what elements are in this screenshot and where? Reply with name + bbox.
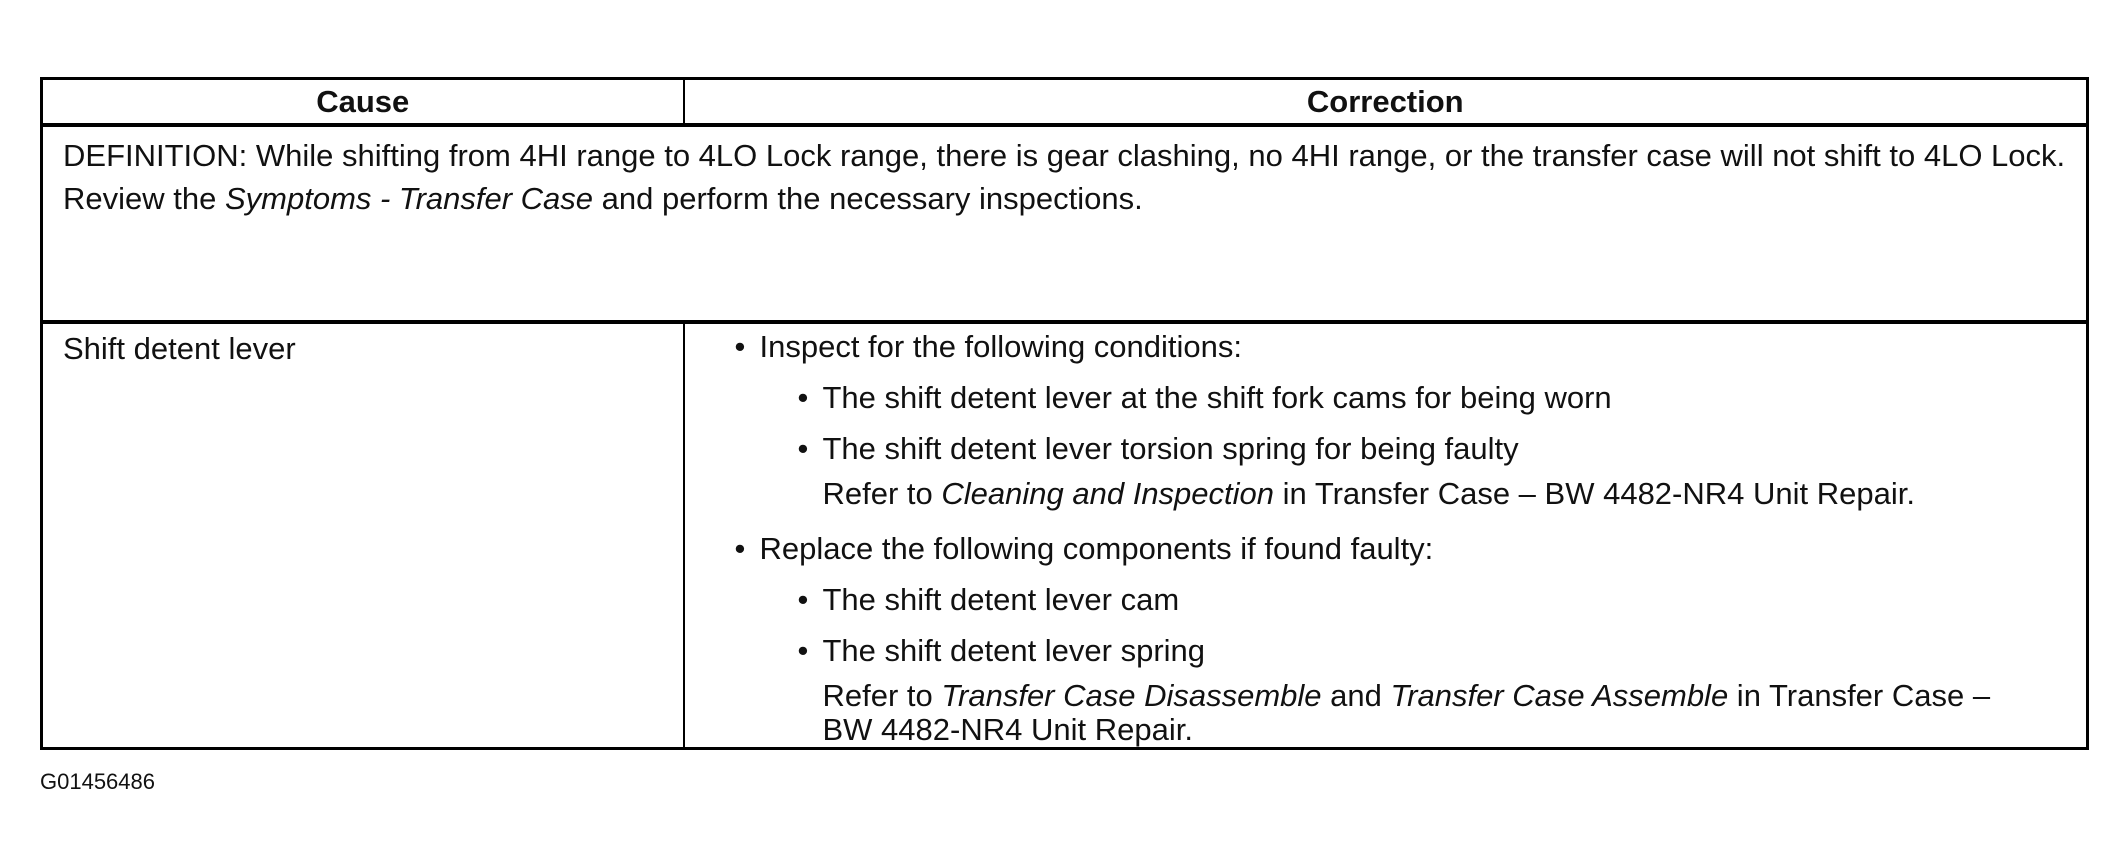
review-link-symptoms: Symptoms - Transfer Case	[224, 181, 594, 216]
inspect-item: The shift detent lever torsion spring fo…	[685, 432, 2047, 467]
ref-prefix: Refer to	[822, 678, 942, 713]
definition-text: DEFINITION: While shifting from 4HI rang…	[63, 138, 2066, 173]
cause-cell: Shift detent lever	[40, 321, 685, 750]
ref-suffix: in Transfer Case – BW 4482-NR4 Unit Repa…	[1274, 476, 1915, 511]
header-cause: Cause	[40, 77, 685, 127]
definition-cell: DEFINITION: While shifting from 4HI rang…	[40, 124, 2089, 324]
replace-reference: Refer to Transfer Case Disassemble and T…	[685, 679, 2047, 747]
table-row: Shift detent lever Inspect for the follo…	[40, 321, 2089, 750]
ref-disassemble: Transfer Case Disassemble	[941, 678, 1322, 713]
header-correction: Correction	[682, 77, 2089, 127]
definition-row: DEFINITION: While shifting from 4HI rang…	[40, 124, 2089, 324]
correction-cell: Inspect for the following conditions: Th…	[682, 321, 2089, 750]
replace-item: The shift detent lever spring	[685, 634, 2047, 669]
review-text: Review the Symptoms - Transfer Case and …	[63, 182, 2072, 216]
inspect-item: The shift detent lever at the shift fork…	[685, 381, 2047, 416]
review-suffix: and perform the necessary inspections.	[593, 181, 1143, 216]
review-prefix: Review the	[63, 181, 225, 216]
correction-list: Inspect for the following conditions: Th…	[685, 330, 2047, 747]
replace-item: The shift detent lever cam	[685, 583, 2047, 618]
inspect-reference: Refer to Cleaning and Inspection in Tran…	[685, 477, 2047, 511]
header-row: Cause Correction	[40, 77, 2089, 127]
figure-code: G01456486	[40, 769, 155, 794]
replace-heading: Replace the following components if foun…	[685, 532, 2047, 567]
ref-suffix: in Transfer Case – BW 4482-NR4 Unit Repa…	[822, 678, 1991, 747]
ref-prefix: Refer to	[822, 476, 942, 511]
inspect-heading: Inspect for the following conditions:	[685, 330, 2047, 365]
ref-mid: and	[1321, 678, 1391, 713]
ref-assemble: Transfer Case Assemble	[1390, 678, 1729, 713]
ref-cleaning-inspection: Cleaning and Inspection	[941, 476, 1275, 511]
diagnostic-table: Cause Correction DEFINITION: While shift…	[40, 77, 2089, 750]
